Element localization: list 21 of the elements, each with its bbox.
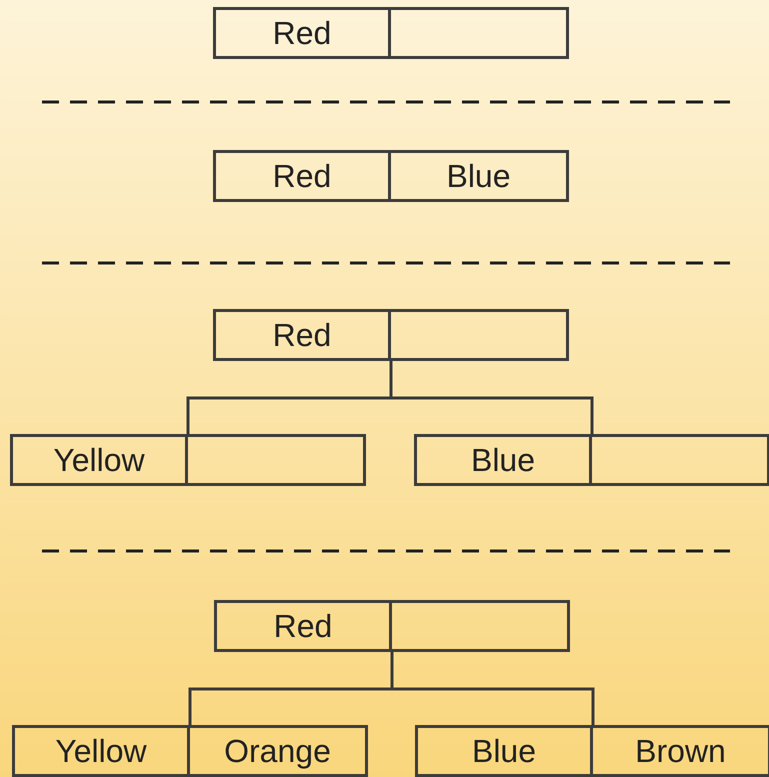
key-label: Blue — [472, 732, 536, 770]
key-label: Red — [272, 14, 332, 52]
record-box — [415, 725, 769, 777]
connector-line — [390, 361, 594, 434]
key-label: Red — [274, 608, 332, 644]
key-label: Blue — [470, 442, 536, 478]
key-label: Yellow — [55, 732, 147, 770]
key-label: Orange — [224, 732, 331, 770]
record-box — [214, 600, 570, 652]
record-box — [10, 434, 366, 486]
connector-line — [390, 652, 594, 725]
key-label: Red — [272, 158, 332, 194]
key-label: Yellow — [53, 442, 145, 478]
record-box — [414, 434, 769, 486]
key-label: Red — [272, 316, 332, 354]
record-box — [213, 150, 569, 202]
record-box — [213, 7, 569, 59]
key-label: Brown — [635, 732, 726, 770]
record-box — [12, 725, 368, 777]
record-box — [213, 309, 569, 361]
key-label: Blue — [446, 158, 511, 194]
